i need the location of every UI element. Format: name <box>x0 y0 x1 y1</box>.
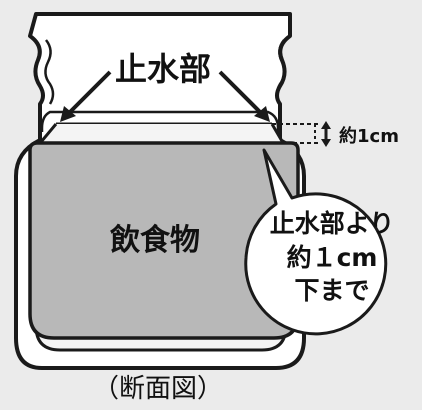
stopper-label: 止水部 <box>115 50 211 88</box>
gap-label: 約1cm <box>339 125 399 147</box>
neck-contour-right <box>275 39 286 105</box>
callout-bubble <box>244 148 388 336</box>
callout-line-1: 止水部より <box>270 209 395 238</box>
contents-label: 飲食物 <box>110 223 200 258</box>
updown-arrow-icon <box>321 121 331 147</box>
caption: （断面図） <box>93 374 223 404</box>
stopper-arrow-left <box>60 70 112 122</box>
callout-line-2: 約１cm <box>287 243 378 272</box>
inner-wall <box>40 110 280 132</box>
stopper-arrow-right <box>218 70 270 122</box>
callout-line-3: 下まで <box>294 276 369 305</box>
neck-contour-left <box>44 39 55 105</box>
